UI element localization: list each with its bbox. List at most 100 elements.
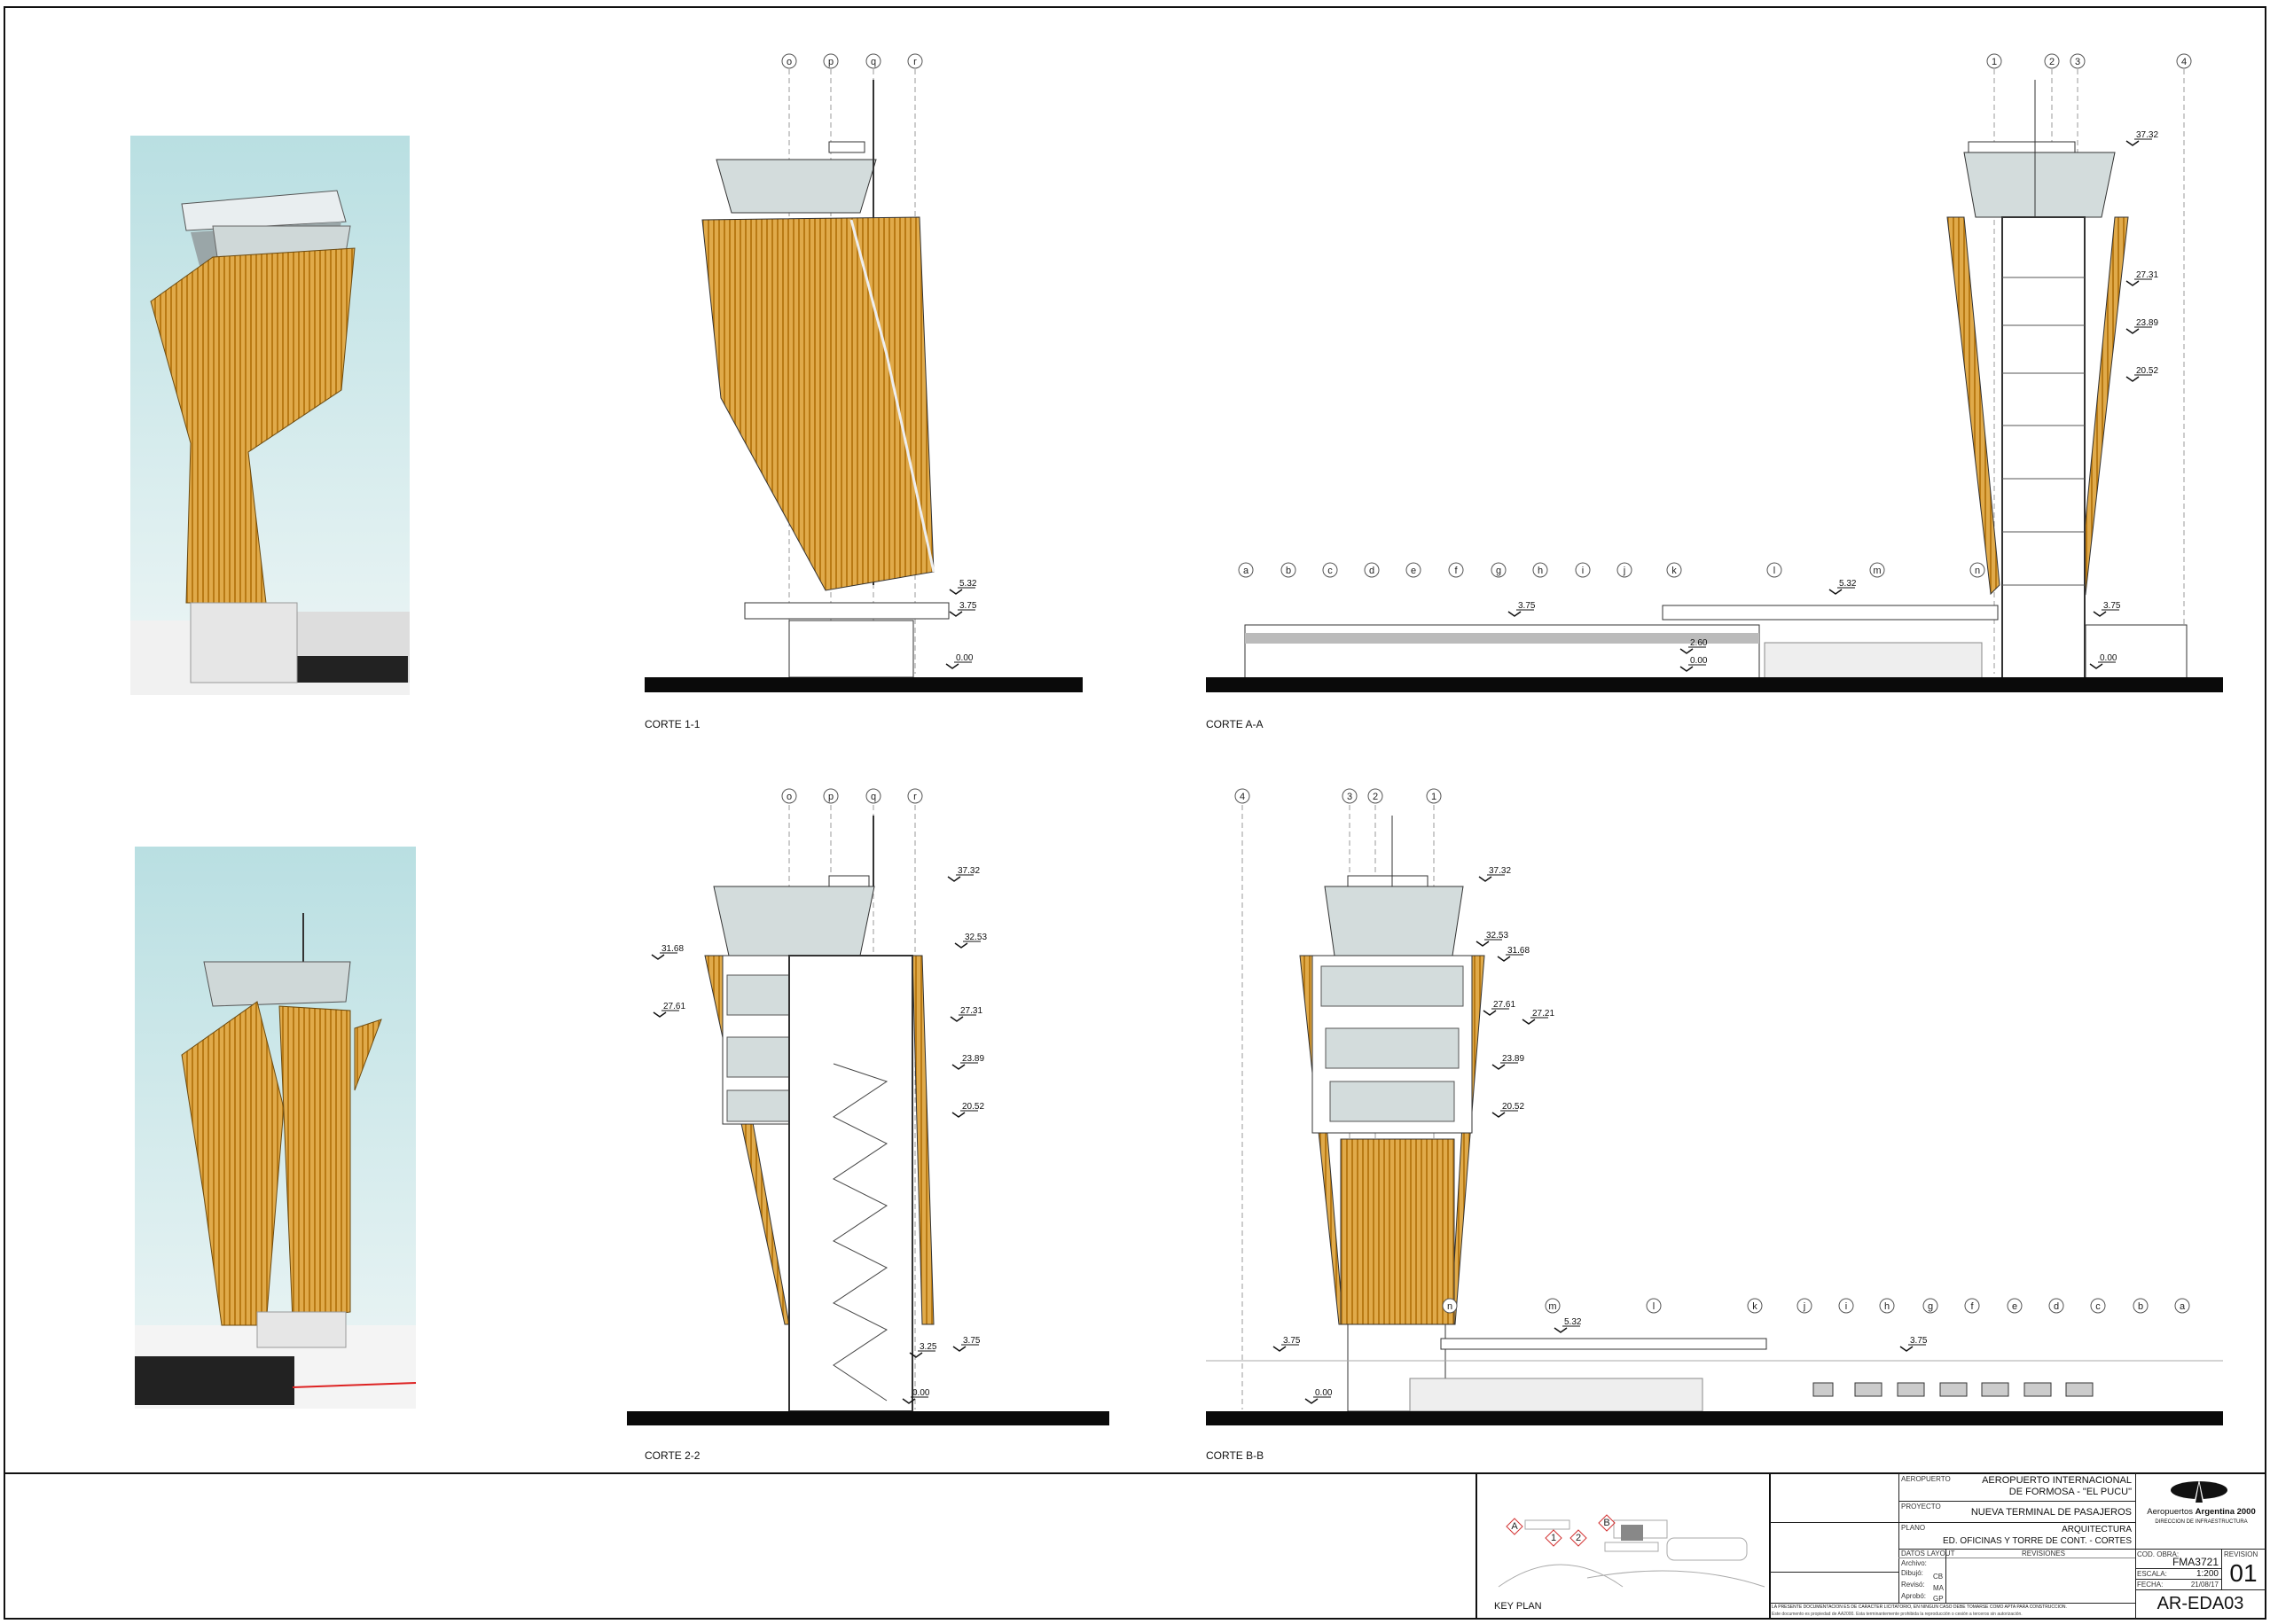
grid-bubble-2: 2 bbox=[1367, 788, 1383, 804]
grid-label: b bbox=[2138, 1301, 2143, 1312]
aa2000-logo-icon bbox=[2171, 1480, 2227, 1504]
grid-label: q bbox=[871, 792, 876, 802]
grid-label: c bbox=[2095, 1301, 2101, 1312]
level-value: 20.52 bbox=[962, 1102, 984, 1112]
level-value: 27.31 bbox=[960, 1006, 982, 1016]
sheet-border bbox=[4, 6, 2266, 1620]
grid-label: n bbox=[1975, 566, 1980, 576]
level-value: 5.32 bbox=[959, 579, 977, 589]
grid-bubble-f: f bbox=[1964, 1298, 1980, 1314]
level-value: 20.52 bbox=[1502, 1102, 1524, 1112]
grid-label: l bbox=[1653, 1301, 1655, 1312]
cod-obra-value: FMA3721 bbox=[2172, 1556, 2219, 1568]
logo-subtitle: DIRECCION DE INFRAESTRUCTURA bbox=[2155, 1519, 2248, 1525]
grid-bubble-g: g bbox=[1491, 562, 1507, 578]
level-value: 27.61 bbox=[663, 1002, 685, 1011]
section-title-corte-1-1: CORTE 1-1 bbox=[645, 718, 701, 730]
level-value: 31.68 bbox=[1507, 946, 1530, 956]
grid-label: g bbox=[1928, 1301, 1933, 1312]
level-marker: 20.52 bbox=[951, 1102, 984, 1118]
cod-obra-label: COD. OBRA: bbox=[2137, 1550, 2180, 1558]
key-plan[interactable] bbox=[1476, 1473, 1771, 1619]
level-marker: 5.32 bbox=[1828, 579, 1857, 595]
grid-label: i bbox=[1582, 566, 1584, 576]
grid-label: h bbox=[1538, 566, 1543, 576]
archivo-label: Archivo: bbox=[1901, 1559, 1927, 1567]
level-marker: 3.75 bbox=[952, 1336, 981, 1352]
level-value: 3.75 bbox=[963, 1336, 981, 1346]
grid-bubble-m: m bbox=[1869, 562, 1885, 578]
key-plan-marker-B[interactable]: B bbox=[1598, 1514, 1616, 1532]
grid-bubble-2: 2 bbox=[2044, 53, 2060, 69]
grid-label: d bbox=[1369, 566, 1374, 576]
key-plan-marker-1[interactable]: 1 bbox=[1545, 1529, 1562, 1547]
grid-label: 4 bbox=[2181, 57, 2187, 67]
grid-bubble-e: e bbox=[2007, 1298, 2023, 1314]
level-value: 23.89 bbox=[962, 1054, 984, 1064]
grid-label: o bbox=[787, 57, 792, 67]
level-marker: 37.32 bbox=[1478, 866, 1511, 882]
level-marker: 23.89 bbox=[1491, 1054, 1524, 1070]
grid-bubble-l: l bbox=[1766, 562, 1782, 578]
datos-layout-label: DATOS LAYOUT bbox=[1901, 1550, 1955, 1558]
level-marker: 0.00 bbox=[2089, 653, 2117, 669]
level-value: 2.60 bbox=[1690, 638, 1708, 648]
grid-label: c bbox=[1327, 566, 1333, 576]
level-marker: 37.32 bbox=[2125, 130, 2158, 146]
level-value: 37.32 bbox=[1489, 866, 1511, 876]
plano-numero: AR-EDA03 bbox=[2156, 1594, 2244, 1613]
level-marker: 0.00 bbox=[945, 653, 974, 669]
grid-bubble-3: 3 bbox=[1342, 788, 1358, 804]
grid-bubble-b: b bbox=[2133, 1298, 2149, 1314]
level-marker: 32.53 bbox=[954, 933, 987, 949]
section-corte-2-2 bbox=[627, 805, 1109, 1425]
level-marker: 20.52 bbox=[1491, 1102, 1524, 1118]
section-title-corte-a-a: CORTE A-A bbox=[1206, 718, 1264, 730]
key-plan-marker-label: A bbox=[1511, 1521, 1518, 1532]
grid-bubble-d: d bbox=[1364, 562, 1380, 578]
escala-value: 1:200 bbox=[2196, 1569, 2219, 1579]
grid-bubble-h: h bbox=[1532, 562, 1548, 578]
level-marker: 27.61 bbox=[653, 1002, 685, 1018]
level-marker: 27.61 bbox=[1483, 1000, 1515, 1016]
level-value: 32.53 bbox=[1486, 931, 1508, 941]
aeropuerto-name-line1: AEROPUERTO INTERNACIONAL bbox=[1982, 1475, 2132, 1486]
grid-label: i bbox=[1845, 1301, 1847, 1312]
grid-bubble-c: c bbox=[2090, 1298, 2106, 1314]
disclaimer-copyright: Este documento es propiedad de AA2000. E… bbox=[1772, 1612, 2023, 1617]
grid-bubble-i: i bbox=[1838, 1298, 1854, 1314]
grid-label: a bbox=[1243, 566, 1249, 576]
grid-label: m bbox=[1873, 566, 1881, 576]
grid-label: d bbox=[2054, 1301, 2059, 1312]
grid-bubble-p: p bbox=[823, 53, 839, 69]
disclaimer: LA PRESENTE DOCUMENTACION ES DE CARACTER… bbox=[1772, 1604, 2067, 1610]
grid-bubble-1: 1 bbox=[1426, 788, 1442, 804]
grid-label: 3 bbox=[1347, 792, 1352, 802]
level-marker: 23.89 bbox=[2125, 318, 2158, 334]
grid-bubble-h: h bbox=[1879, 1298, 1895, 1314]
grid-label: 1 bbox=[1992, 57, 1997, 67]
level-value: 5.32 bbox=[1839, 579, 1857, 589]
level-value: 0.00 bbox=[1690, 656, 1708, 666]
key-plan-marker-label: 2 bbox=[1576, 1533, 1581, 1543]
level-value: 0.00 bbox=[912, 1388, 930, 1398]
level-value: 23.89 bbox=[1502, 1054, 1524, 1064]
reviso-label: Revisó: bbox=[1901, 1581, 1925, 1589]
grid-bubble-p: p bbox=[823, 788, 839, 804]
plano-line2: ED. OFICINAS Y TORRE DE CONT. - CORTES bbox=[1942, 1536, 2132, 1546]
fecha-value: 21/08/17 bbox=[2190, 1581, 2219, 1589]
key-plan-marker-2[interactable]: 2 bbox=[1569, 1529, 1587, 1547]
level-marker: 31.68 bbox=[651, 944, 684, 960]
revision-value: 01 bbox=[2229, 1559, 2258, 1587]
grid-bubble-l: l bbox=[1646, 1298, 1662, 1314]
level-value: 0.00 bbox=[2100, 653, 2117, 663]
grid-bubble-r: r bbox=[907, 53, 923, 69]
grid-bubble-d: d bbox=[2048, 1298, 2064, 1314]
section-title-corte-b-b: CORTE B-B bbox=[1206, 1449, 1264, 1462]
level-marker: 3.25 bbox=[909, 1342, 937, 1358]
level-value: 3.75 bbox=[959, 601, 977, 611]
key-plan-marker-A[interactable]: A bbox=[1506, 1518, 1523, 1535]
level-marker: 5.32 bbox=[1554, 1317, 1582, 1333]
grid-label: 4 bbox=[1240, 792, 1245, 802]
